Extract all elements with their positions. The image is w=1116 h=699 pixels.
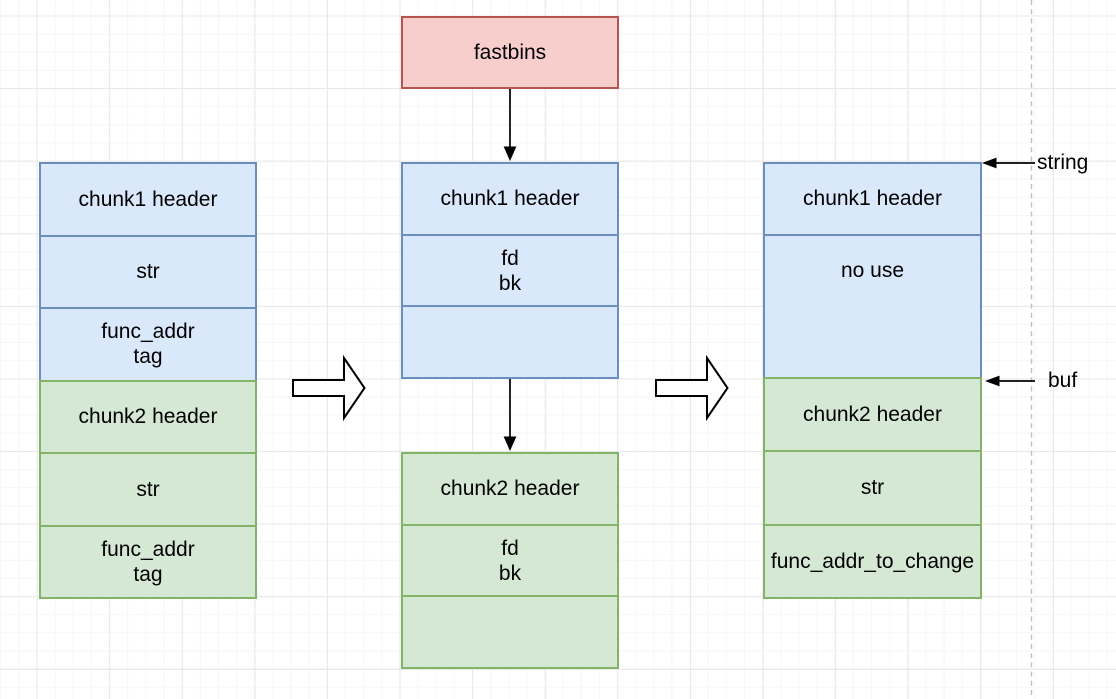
heap-cell[interactable]: fd bk xyxy=(401,523,619,598)
heap-cell[interactable]: str xyxy=(39,234,257,309)
heap-cell[interactable]: chunk1 header xyxy=(401,162,619,236)
stage3-chunk2-stack: chunk2 header str func_addr_to_change xyxy=(763,377,982,599)
heap-cell[interactable]: chunk2 header xyxy=(401,452,619,526)
heap-cell[interactable]: no use xyxy=(763,233,982,379)
buf-pointer-arrow[interactable] xyxy=(980,368,1040,394)
heap-cell[interactable] xyxy=(401,305,619,380)
fastbins-box[interactable]: fastbins xyxy=(401,16,619,89)
stage2-chunk2-stack: chunk2 header fd bk xyxy=(401,452,619,670)
fastbins-label: fastbins xyxy=(473,40,547,64)
stage2-chunk1-stack: chunk1 header fd bk xyxy=(401,162,619,380)
stage-transition-arrow-2[interactable] xyxy=(655,354,729,422)
heap-cell-label: no use xyxy=(840,259,905,283)
page-guide-dashed-line xyxy=(1030,0,1033,699)
heap-cell[interactable] xyxy=(401,595,619,670)
heap-cell[interactable]: func_addr tag xyxy=(39,307,257,382)
heap-cell[interactable]: func_addr_to_change xyxy=(763,523,982,599)
chunk1-to-chunk2-arrow[interactable] xyxy=(501,379,519,452)
string-label[interactable]: string xyxy=(1037,151,1089,174)
heap-cell[interactable]: str xyxy=(763,450,982,526)
heap-cell[interactable]: fd bk xyxy=(401,233,619,308)
heap-cell[interactable]: func_addr tag xyxy=(39,524,257,599)
heap-cell[interactable]: chunk2 header xyxy=(39,379,257,454)
buf-label[interactable]: buf xyxy=(1048,369,1078,392)
heap-cell[interactable]: str xyxy=(39,452,257,527)
stage3-chunk1-stack: chunk1 header no use xyxy=(763,162,982,379)
fastbins-to-chunk1-arrow[interactable] xyxy=(501,89,519,162)
stage1-chunks-stack: chunk1 header str func_addr tag chunk2 h… xyxy=(39,162,257,599)
string-pointer-arrow[interactable] xyxy=(978,150,1038,176)
stage-transition-arrow-1[interactable] xyxy=(292,354,366,422)
heap-cell[interactable]: chunk1 header xyxy=(39,162,257,237)
heap-cell[interactable]: chunk1 header xyxy=(763,162,982,236)
heap-cell[interactable]: chunk2 header xyxy=(763,377,982,453)
